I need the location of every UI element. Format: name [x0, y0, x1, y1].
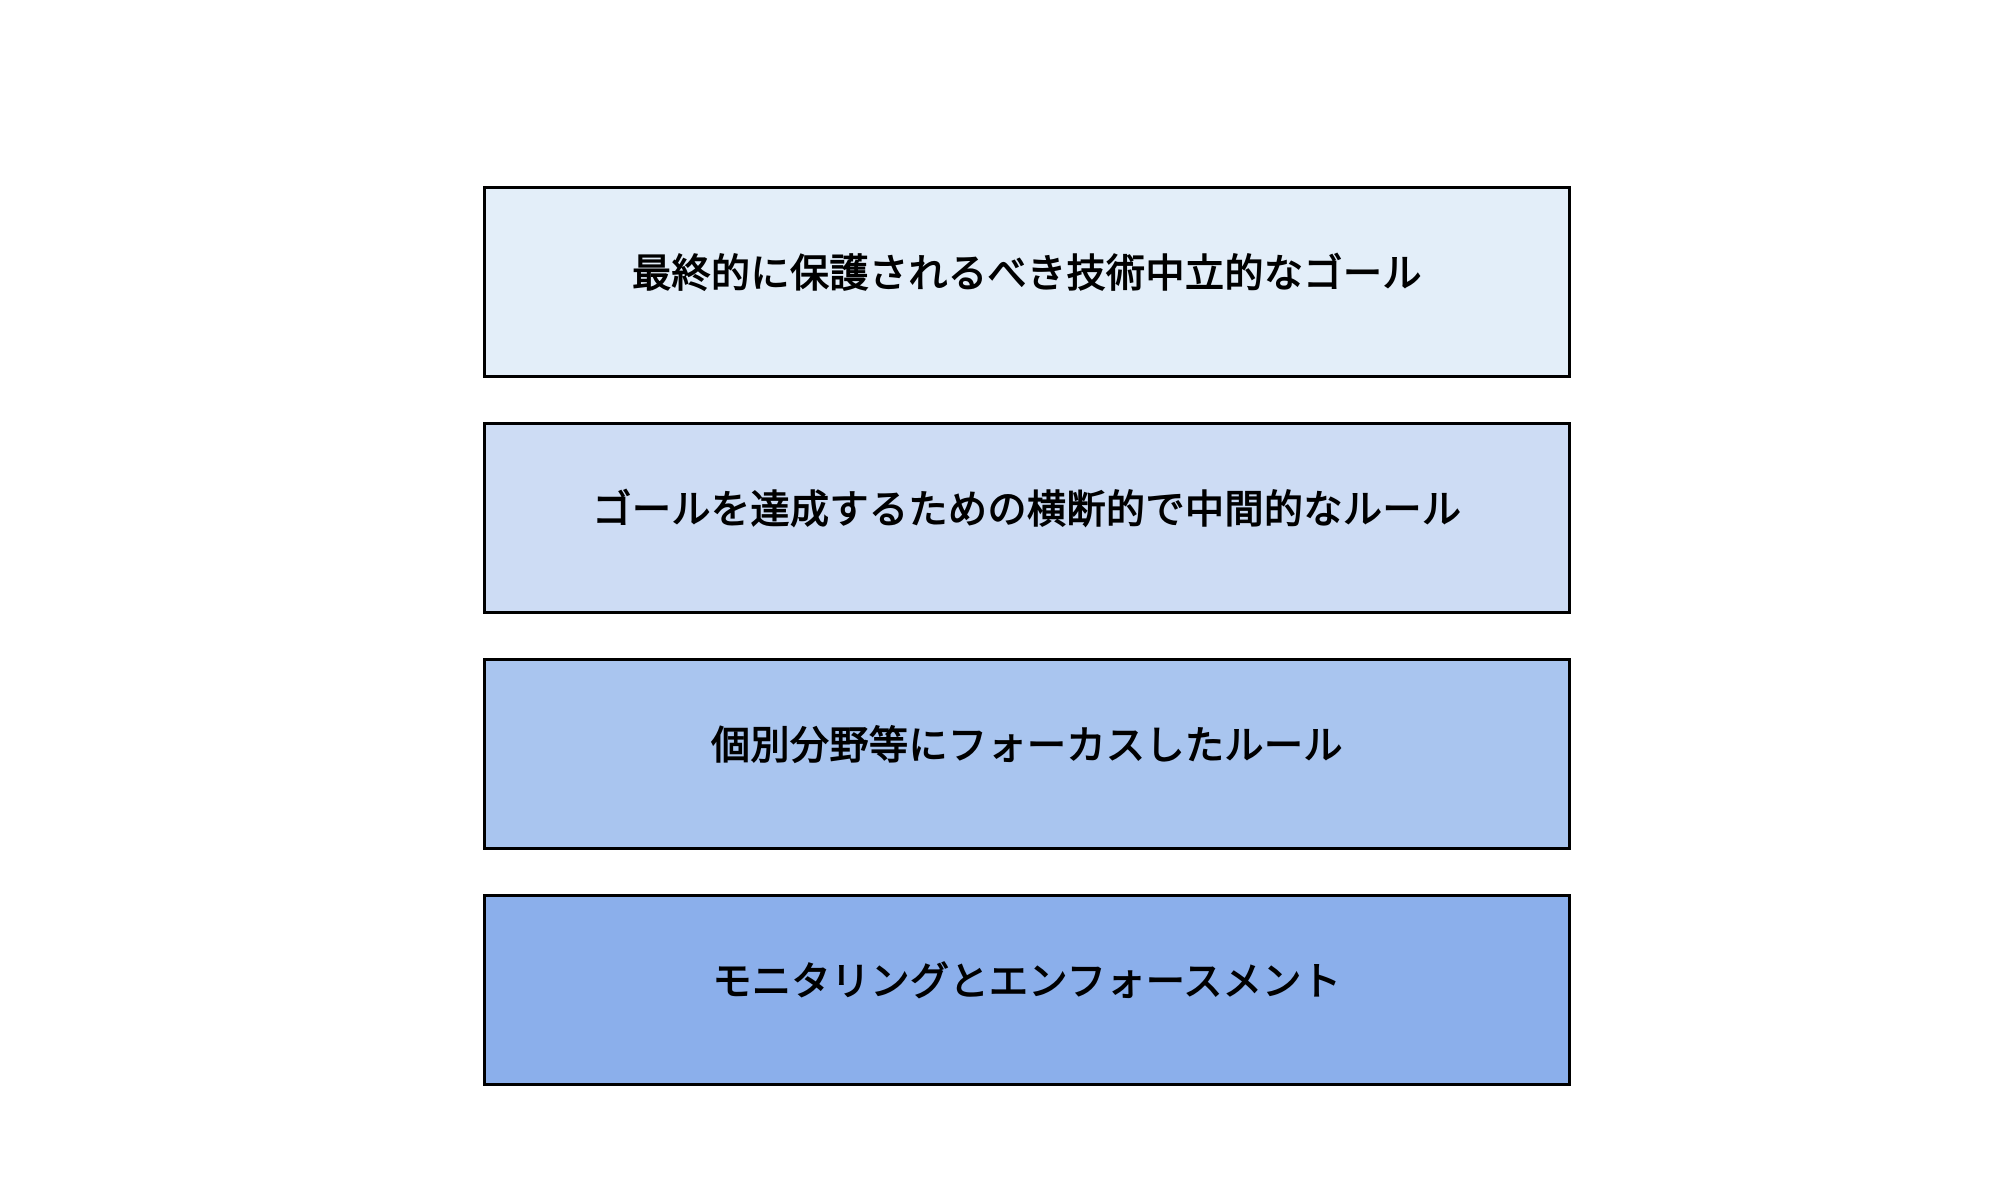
- layer-box-1[interactable]: 最終的に保護されるべき技術中立的なゴール: [483, 186, 1571, 378]
- layer-label-4: モニタリングとエンフォースメント: [712, 959, 1342, 1005]
- layer-label-3: 個別分野等にフォーカスしたルール: [710, 723, 1343, 769]
- layer-box-3[interactable]: 個別分野等にフォーカスしたルール: [483, 658, 1571, 850]
- layer-label-1: 最終的に保護されるべき技術中立的なゴール: [631, 251, 1422, 297]
- layer-box-4[interactable]: モニタリングとエンフォースメント: [483, 894, 1571, 1086]
- layer-label-2: ゴールを達成するための横断的で中間的なルール: [592, 487, 1462, 533]
- layer-stack: 最終的に保護されるべき技術中立的なゴール ゴールを達成するための横断的で中間的な…: [483, 186, 1571, 1086]
- layer-box-2[interactable]: ゴールを達成するための横断的で中間的なルール: [483, 422, 1571, 614]
